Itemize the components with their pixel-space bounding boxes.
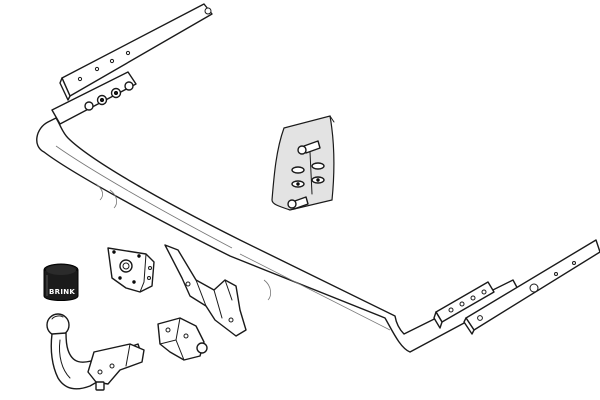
electrical-socket: BRINK [43, 263, 79, 301]
socket-brand-label: BRINK [49, 288, 75, 296]
clamp-bracket [157, 317, 208, 361]
left-mounting-strip [59, 3, 213, 101]
center-bracket [164, 244, 247, 337]
socket-plate [107, 247, 155, 293]
right-mounting-strip [463, 239, 600, 335]
crossbar [36, 117, 521, 353]
right-side-plate [433, 281, 495, 329]
left-bolt-plate [51, 71, 137, 125]
hardware-bag [271, 115, 335, 211]
neck-clamp-bracket [87, 343, 145, 391]
